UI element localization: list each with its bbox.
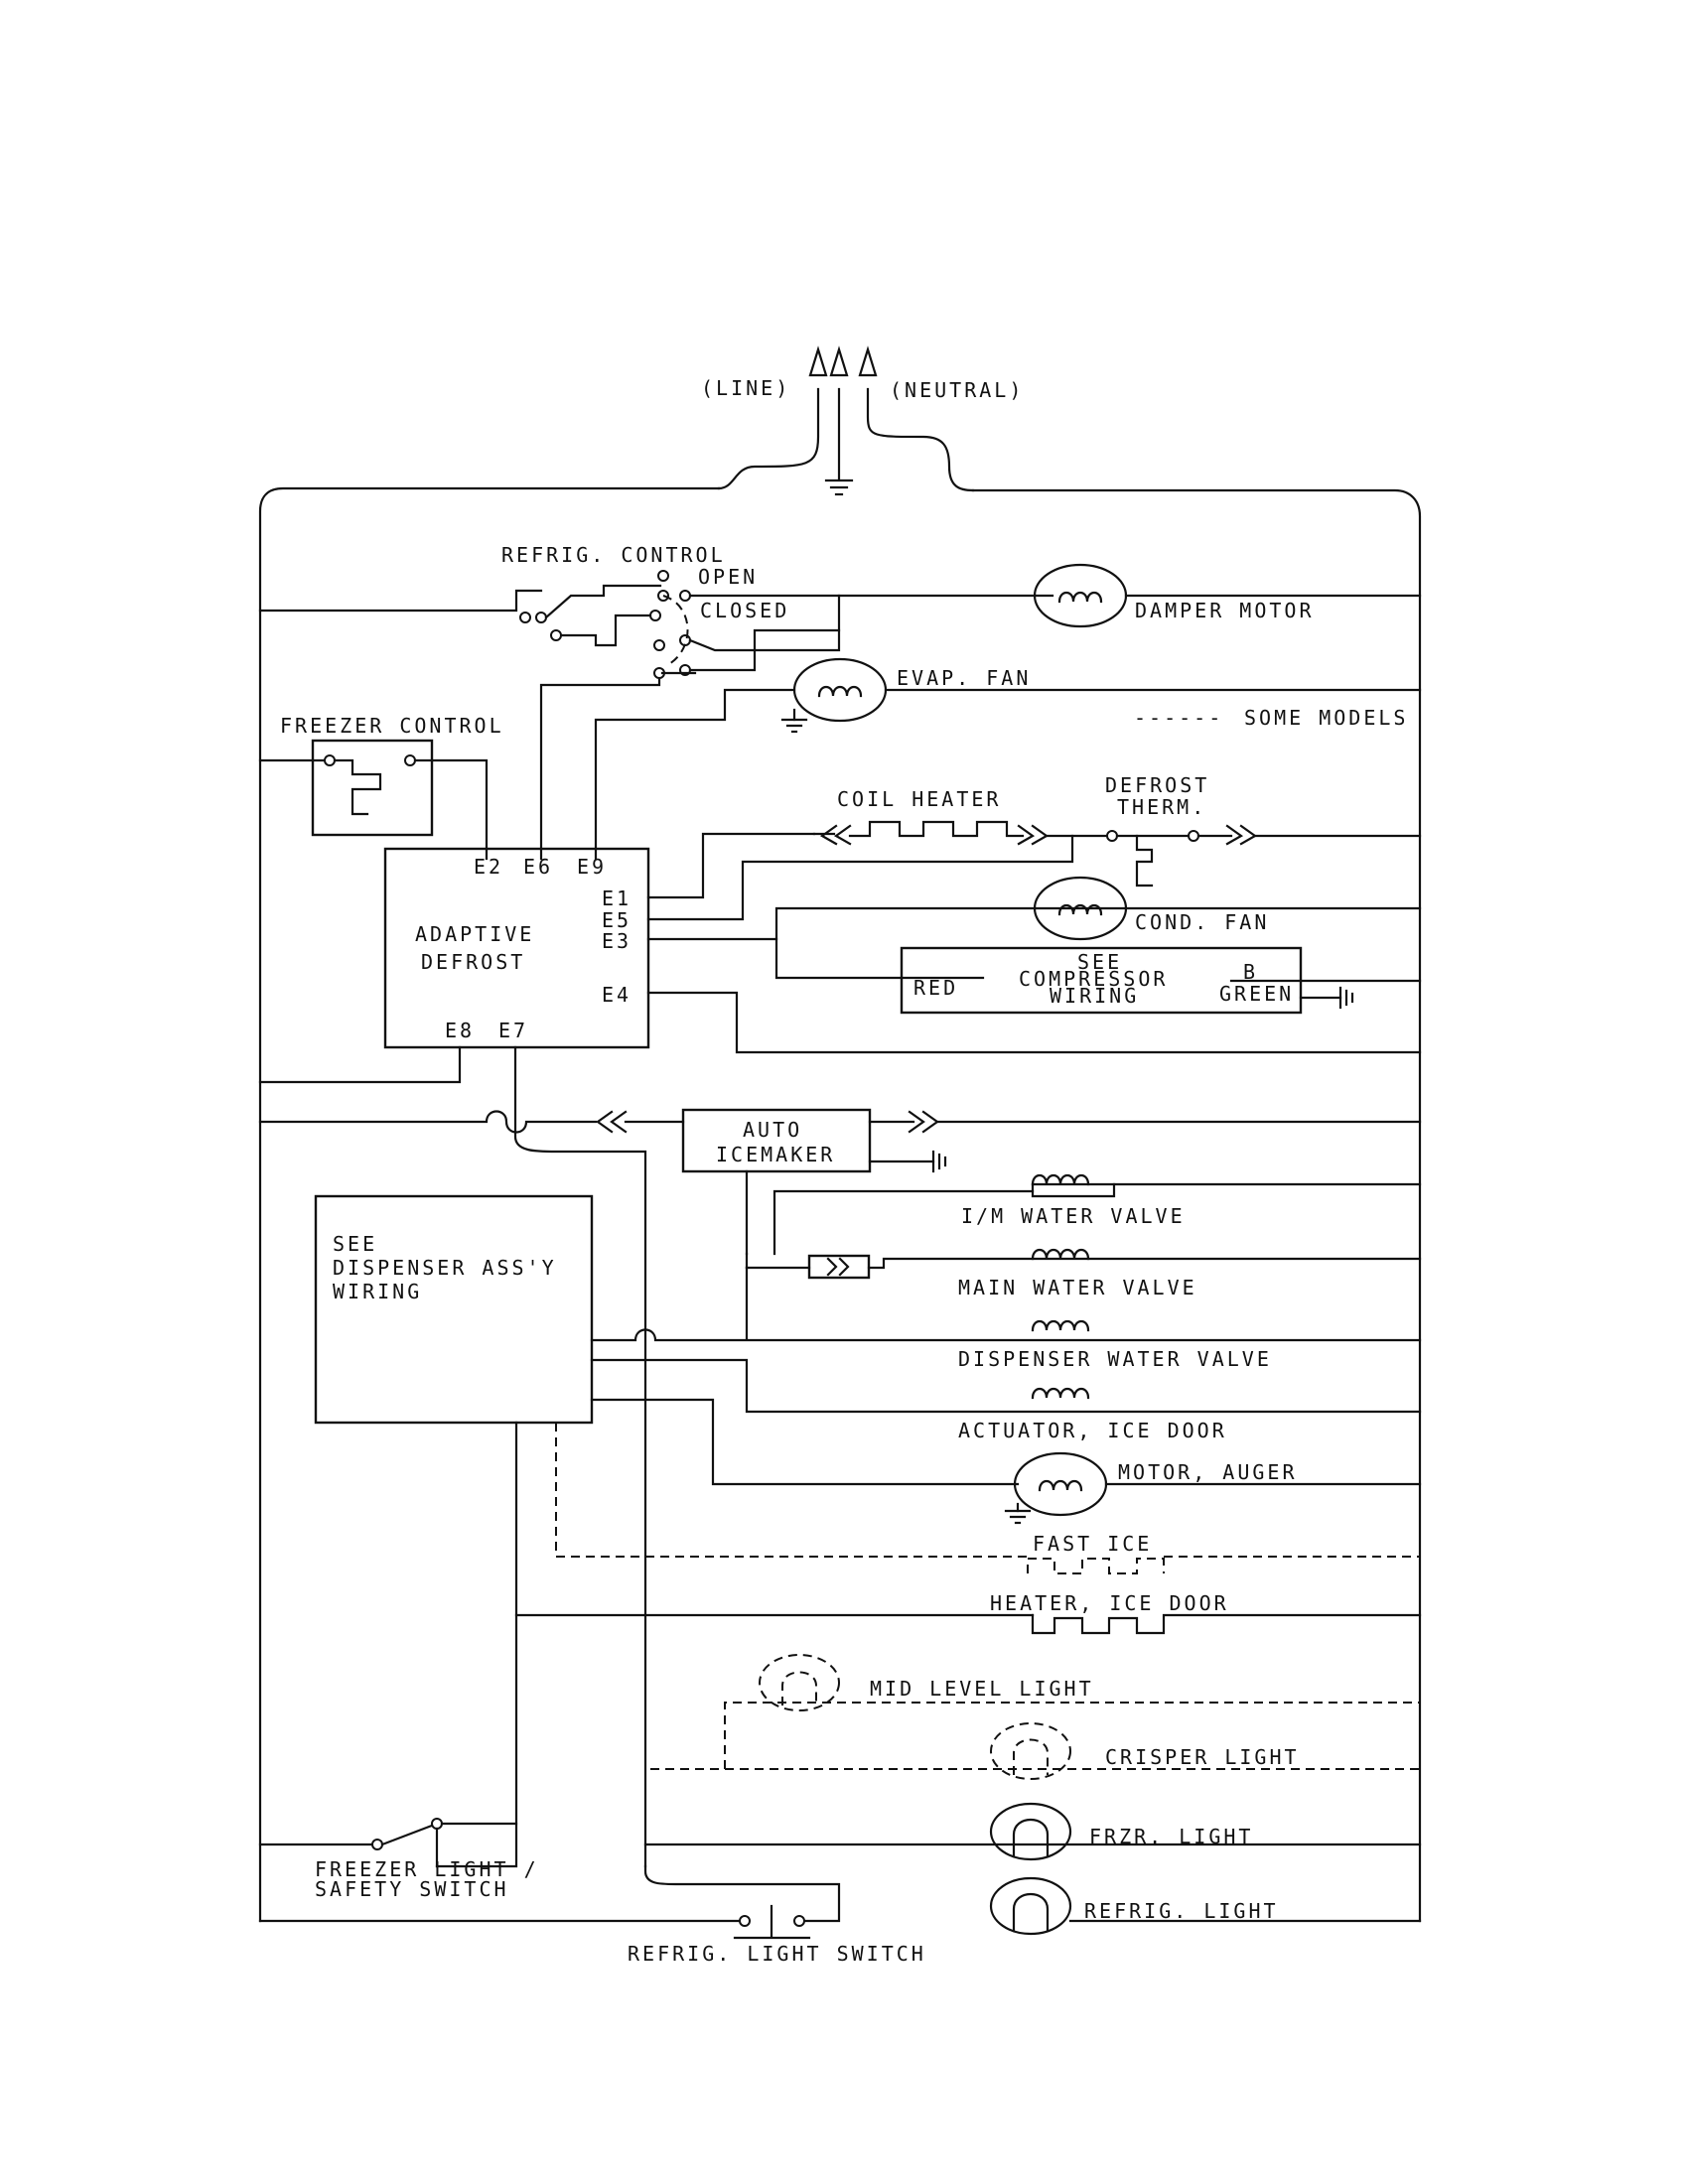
refrig-light-label: REFRIG. LIGHT xyxy=(1084,1899,1279,1923)
bus-rails xyxy=(258,486,1422,1923)
cond-fan-label: COND. FAN xyxy=(1135,910,1269,934)
auto-icemaker: AUTO ICEMAKER xyxy=(258,1108,1422,1256)
terminal-e2: E2 xyxy=(474,855,503,879)
refrig-light: REFRIG. LIGHT xyxy=(643,1864,1422,1936)
compressor-b: B xyxy=(1243,960,1258,984)
terminal-e5: E5 xyxy=(602,908,632,932)
main-water-valve: MAIN WATER VALVE xyxy=(745,1248,1422,1340)
arrow-neutral xyxy=(858,345,878,377)
ground-symbol-compressor xyxy=(1338,986,1354,1010)
terminal-e9: E9 xyxy=(577,855,607,879)
mid-level-light-label: MID LEVEL LIGHT xyxy=(870,1677,1094,1701)
fast-ice-label: FAST ICE xyxy=(1033,1532,1152,1556)
terminal-e3: E3 xyxy=(602,929,632,953)
compressor-green: GREEN xyxy=(1219,982,1294,1006)
refrig-control-closed: CLOSED xyxy=(700,599,789,622)
defrost-therm-label-1: DEFROST xyxy=(1105,773,1209,797)
defrost-therm-label-2: THERM. xyxy=(1117,795,1206,819)
label-neutral: (NEUTRAL) xyxy=(890,378,1024,402)
freezer-light-switch-label-1: FREEZER LIGHT / xyxy=(315,1857,539,1881)
terminal-e7: E7 xyxy=(498,1019,528,1042)
compressor-box: SEE COMPRESSOR WIRING RED B GREEN xyxy=(900,946,1422,1015)
evap-fan: EVAP. FAN xyxy=(594,657,1422,861)
freezer-control-label: FREEZER CONTROL xyxy=(280,714,504,738)
power-plug: (LINE) (NEUTRAL) xyxy=(701,345,1024,496)
damper-motor-label: DAMPER MOTOR xyxy=(1135,599,1315,622)
compressor-label-1: SEE xyxy=(1077,950,1122,974)
compressor-label-2: COMPRESSOR xyxy=(1019,967,1168,991)
cond-fan: COND. FAN xyxy=(1033,876,1269,941)
legend-some-models: SOME MODELS xyxy=(1244,706,1408,730)
line-rail xyxy=(258,486,721,1923)
compressor-label-3: WIRING xyxy=(1050,984,1139,1008)
heater-ice-door: HEATER, ICE DOOR xyxy=(514,1591,1422,1635)
neutral-rail xyxy=(971,488,1422,1923)
dispenser-label-2: DISPENSER ASS'Y xyxy=(333,1256,557,1280)
motor-auger: MOTOR, AUGER xyxy=(590,1398,1422,1525)
coil-heater-label: COIL HEATER xyxy=(837,787,1001,811)
label-line: (LINE) xyxy=(701,376,790,400)
ground-symbol-auger xyxy=(1004,1509,1032,1525)
refrig-control: REFRIG. CONTROL OPEN CLOSED xyxy=(258,543,1054,861)
arrow-ground xyxy=(829,345,849,377)
terminal-e8: E8 xyxy=(445,1019,475,1042)
coil-heater: COIL HEATER xyxy=(812,787,1114,846)
adaptive-defrost-title-1: ADAPTIVE xyxy=(415,922,534,946)
motor-auger-label: MOTOR, AUGER xyxy=(1118,1460,1298,1484)
evap-fan-label: EVAP. FAN xyxy=(897,666,1031,690)
ground-symbol-evap xyxy=(780,718,808,734)
terminal-e1: E1 xyxy=(602,887,632,910)
heater-ice-door-label: HEATER, ICE DOOR xyxy=(990,1591,1229,1615)
compressor-red: RED xyxy=(913,976,958,1000)
ground-symbol-icemaker xyxy=(931,1150,947,1173)
mid-level-light: MID LEVEL LIGHT xyxy=(724,1654,1420,1769)
freezer-light-switch-label-2: SAFETY SWITCH xyxy=(315,1877,509,1901)
dispenser-box: SEE DISPENSER ASS'Y WIRING xyxy=(314,1194,594,1868)
refrig-control-open: OPEN xyxy=(698,565,758,589)
plug-prong-line xyxy=(717,387,820,490)
arrow-line xyxy=(808,345,828,377)
auto-icemaker-label-2: ICEMAKER xyxy=(716,1143,835,1166)
im-water-valve: I/M WATER VALVE xyxy=(772,1173,1422,1256)
crisper-light-label: CRISPER LIGHT xyxy=(1105,1745,1300,1769)
refrig-light-switch: REFRIG. LIGHT SWITCH xyxy=(258,1904,926,1966)
main-water-valve-label: MAIN WATER VALVE xyxy=(958,1276,1197,1299)
actuator-ice-door: ACTUATOR, ICE DOOR xyxy=(590,1358,1422,1442)
dispenser-label-1: SEE xyxy=(333,1232,377,1256)
terminal-e4: E4 xyxy=(602,983,632,1007)
dispenser-label-3: WIRING xyxy=(333,1280,422,1303)
plug-prong-neutral xyxy=(866,387,975,492)
legend-dash: ------ xyxy=(1134,706,1223,730)
refrig-control-label: REFRIG. CONTROL xyxy=(501,543,726,567)
adaptive-defrost-title-2: DEFROST xyxy=(421,950,525,974)
auto-icemaker-label-1: AUTO xyxy=(743,1118,802,1142)
frzr-light: FRZR. LIGHT xyxy=(643,1802,1422,1861)
terminal-e6: E6 xyxy=(523,855,553,879)
adaptive-defrost: ADAPTIVE DEFROST E2 E6 E9 E1 E5 E3 E4 E8… xyxy=(258,832,1422,1868)
ground-symbol-plug xyxy=(824,478,854,496)
actuator-ice-door-label: ACTUATOR, ICE DOOR xyxy=(958,1419,1227,1442)
legend: ------ SOME MODELS xyxy=(1134,706,1408,730)
crisper-light: CRISPER LIGHT xyxy=(650,1722,1420,1780)
dispenser-water-valve: DISPENSER WATER VALVE xyxy=(590,1319,1422,1371)
freezer-control: FREEZER CONTROL xyxy=(258,714,504,861)
freezer-light-safety-switch: FREEZER LIGHT / SAFETY SWITCH xyxy=(258,1818,539,1901)
dispenser-water-valve-label: DISPENSER WATER VALVE xyxy=(958,1347,1272,1371)
fast-ice: FAST ICE xyxy=(555,1423,1420,1574)
damper-motor: DAMPER MOTOR xyxy=(1033,563,1422,628)
defrost-therm: DEFROST THERM. xyxy=(1105,773,1422,887)
refrig-light-switch-label: REFRIG. LIGHT SWITCH xyxy=(628,1942,926,1966)
im-water-valve-label: I/M WATER VALVE xyxy=(961,1204,1186,1228)
